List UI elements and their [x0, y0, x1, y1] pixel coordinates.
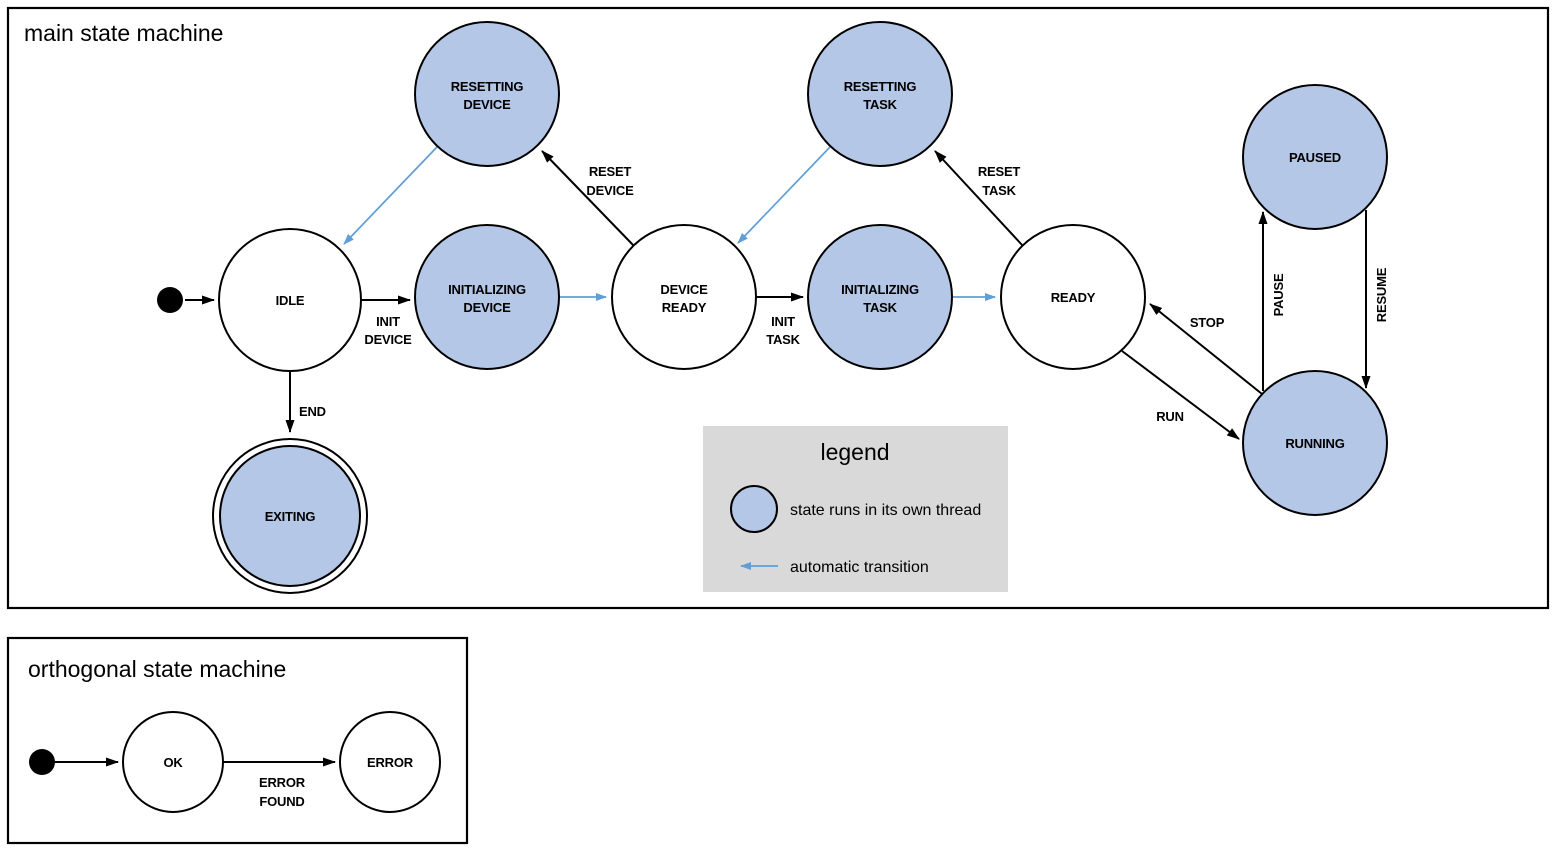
main-states: IDLE INITIALIZING DEVICE DEVICE READY IN… [157, 21, 1388, 594]
state-exiting-label: EXITING [265, 509, 316, 524]
legend-thread-label: state runs in its own thread [790, 502, 981, 519]
state-resetting-task-circle [807, 21, 953, 167]
state-initializing-device-label1: INITIALIZING [448, 282, 526, 297]
state-resetting-task-label2: TASK [863, 97, 897, 112]
state-exiting-inner-circle [219, 445, 361, 587]
auto-transition-resetting-device-to-idle [343, 146, 438, 245]
orthogonal-machine-boundary [6, 636, 469, 845]
label-stop: STOP [1190, 315, 1225, 330]
label-pause: PAUSE [1271, 273, 1286, 316]
state-initializing-task: INITIALIZING TASK [807, 224, 953, 370]
label-reset-device-line2: DEVICE [586, 183, 634, 198]
transition-device-ready-to-resetting-device [541, 150, 635, 247]
label-init-device-line2: DEVICE [364, 332, 412, 347]
label-init-task-line2: TASK [766, 332, 800, 347]
state-device-ready-label1: DEVICE [660, 282, 708, 297]
transition-ready-to-resetting-task [934, 150, 1024, 247]
state-ready-circle [1000, 224, 1146, 370]
state-running-circle [1242, 370, 1388, 516]
state-resetting-device-label1: RESETTING [451, 79, 524, 94]
state-exiting: EXITING [212, 438, 368, 594]
state-device-ready: DEVICE READY [611, 224, 757, 370]
state-ok-label: OK [163, 755, 183, 770]
legend-thread-state-icon [730, 485, 778, 533]
orthogonal-states: OK ERROR [29, 711, 441, 813]
legend-auto-label: automatic transition [790, 559, 929, 576]
legend-title: legend [820, 439, 889, 465]
label-reset-device-line1: RESET [589, 164, 632, 179]
legend-box: legend state runs in its own thread auto… [703, 426, 1008, 592]
transition-ready-to-running [1121, 350, 1240, 440]
main-machine-title: main state machine [24, 20, 223, 46]
main-machine-boundary [6, 6, 1550, 610]
label-end: END [299, 404, 326, 419]
state-initializing-task-label2: TASK [863, 300, 897, 315]
label-init-device-line1: INIT [376, 314, 400, 329]
state-resetting-device: RESETTING DEVICE [414, 21, 560, 167]
state-resetting-device-circle [414, 21, 560, 167]
state-running-label: RUNNING [1285, 436, 1344, 451]
main-transition-labels: INIT DEVICE INIT TASK RESET DEVICE RESET… [299, 164, 1389, 424]
label-reset-task-line1: RESET [978, 164, 1021, 179]
transition-running-to-ready [1149, 303, 1263, 395]
state-ok-circle [122, 711, 224, 813]
label-error-found-line1: ERROR [259, 775, 306, 790]
state-resetting-task: RESETTING TASK [807, 21, 953, 167]
main-auto-transitions [343, 146, 996, 301]
state-idle: IDLE [218, 228, 362, 372]
auto-transition-resetting-task-to-device-ready [737, 146, 831, 244]
state-device-ready-circle [611, 224, 757, 370]
state-resetting-device-label2: DEVICE [463, 97, 511, 112]
state-initializing-task-circle [807, 224, 953, 370]
state-error-circle [339, 711, 441, 813]
orthogonal-machine-title: orthogonal state machine [28, 656, 286, 682]
state-idle-label: IDLE [276, 293, 305, 308]
label-resume: RESUME [1374, 267, 1389, 322]
state-idle-circle [218, 228, 362, 372]
initial-state-dot [157, 287, 183, 313]
state-initializing-device: INITIALIZING DEVICE [414, 224, 560, 370]
main-transitions [185, 150, 1371, 440]
orthogonal-transitions: ERROR FOUND [55, 757, 336, 809]
label-init-task-line1: INIT [771, 314, 795, 329]
state-ready: READY [1000, 224, 1146, 370]
label-run: RUN [1156, 409, 1184, 424]
state-device-ready-label2: READY [662, 300, 707, 315]
state-paused-circle [1242, 84, 1388, 230]
state-error-label: ERROR [367, 755, 414, 770]
state-initializing-task-label1: INITIALIZING [841, 282, 919, 297]
state-initializing-device-circle [414, 224, 560, 370]
state-ready-label: READY [1051, 290, 1096, 305]
label-error-found-line2: FOUND [259, 794, 304, 809]
state-ok: OK [122, 711, 224, 813]
state-error: ERROR [339, 711, 441, 813]
state-paused: PAUSED [1242, 84, 1388, 230]
state-resetting-task-label1: RESETTING [844, 79, 917, 94]
label-reset-task-line2: TASK [982, 183, 1016, 198]
state-running: RUNNING [1242, 370, 1388, 516]
state-paused-label: PAUSED [1289, 150, 1341, 165]
orthogonal-initial-state-dot [29, 749, 55, 775]
state-initializing-device-label2: DEVICE [463, 300, 511, 315]
